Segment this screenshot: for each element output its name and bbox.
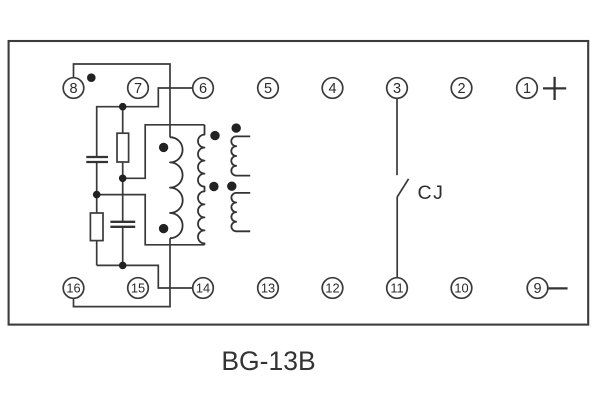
wire-nodeC-to-secondary-bottom <box>96 193 205 246</box>
terminal-8: 8 <box>62 76 85 100</box>
terminal-number: 2 <box>457 81 465 97</box>
cj-switch: CJ <box>396 98 445 278</box>
capacitor-c1 <box>86 155 108 164</box>
primary-winding <box>169 136 184 240</box>
terminal-16: 16 <box>62 276 85 300</box>
terminal-2: 2 <box>450 76 473 100</box>
terminal-11: 11 <box>385 276 409 300</box>
terminal-number: 13 <box>261 281 275 296</box>
terminal-number: 5 <box>264 81 272 97</box>
terminal-3: 3 <box>385 76 409 100</box>
terminal-number: 12 <box>325 281 339 296</box>
capacitor-c2 <box>110 220 136 228</box>
terminal-9: 9 <box>526 276 549 300</box>
terminal-number: 10 <box>454 281 468 296</box>
enclosure-border <box>7 39 590 326</box>
output-coil-lower <box>230 192 251 233</box>
wires <box>72 63 205 308</box>
terminal-number: 9 <box>533 281 541 297</box>
output-coil-upper <box>230 135 251 177</box>
polarity-dot <box>210 130 220 141</box>
wire-terminal16-to-primary-bottom <box>72 238 171 308</box>
terminal-15: 15 <box>126 276 150 300</box>
terminal-4: 4 <box>321 76 344 100</box>
terminal-number: 16 <box>66 281 80 296</box>
terminal-number: 6 <box>199 81 207 97</box>
terminal-number: 11 <box>390 281 403 296</box>
polarity-dot <box>209 181 219 192</box>
polarity-dots <box>87 73 241 234</box>
terminal-number: 14 <box>196 281 210 296</box>
wire-terminal6-to-nodeA-and-c1 <box>95 87 193 157</box>
terminal-6: 6 <box>191 76 215 100</box>
terminal-5: 5 <box>256 76 280 100</box>
terminal-10: 10 <box>450 276 473 300</box>
polarity-dot <box>227 181 237 191</box>
wire-terminal8-to-primary-top <box>72 63 171 138</box>
wire-nodeB-to-secondary-top <box>122 123 205 180</box>
junction-dot <box>92 190 101 199</box>
terminal-number: 15 <box>131 281 145 296</box>
resistor-r1 <box>116 132 130 163</box>
junction-dot <box>118 174 127 183</box>
terminal-number: 4 <box>328 81 336 97</box>
terminal-number: 1 <box>523 81 531 97</box>
polarity-dot <box>87 73 96 82</box>
resistor-r2 <box>89 212 104 242</box>
switch-blade <box>396 178 410 198</box>
polarity-dot <box>231 123 241 133</box>
terminal-7: 7 <box>126 76 150 100</box>
junction-dots <box>92 102 127 270</box>
terminal-number: 3 <box>393 81 401 97</box>
secondary-winding <box>197 124 206 245</box>
switch-label: CJ <box>418 182 445 204</box>
terminal-number: 7 <box>134 81 142 97</box>
terminal-1: 1 <box>515 76 539 100</box>
polarity-dot <box>158 142 169 153</box>
wire-nodeD-to-terminal14 <box>96 264 193 289</box>
terminal-14: 14 <box>191 276 215 300</box>
junction-dot <box>118 102 127 111</box>
polarity-dot <box>158 223 169 234</box>
terminal-number: 8 <box>69 81 77 97</box>
terminal-13: 13 <box>256 276 280 300</box>
model-label: BG-13B <box>221 346 315 376</box>
terminal-12: 12 <box>321 276 344 300</box>
junction-dot <box>118 261 127 270</box>
plus-icon <box>543 76 567 100</box>
